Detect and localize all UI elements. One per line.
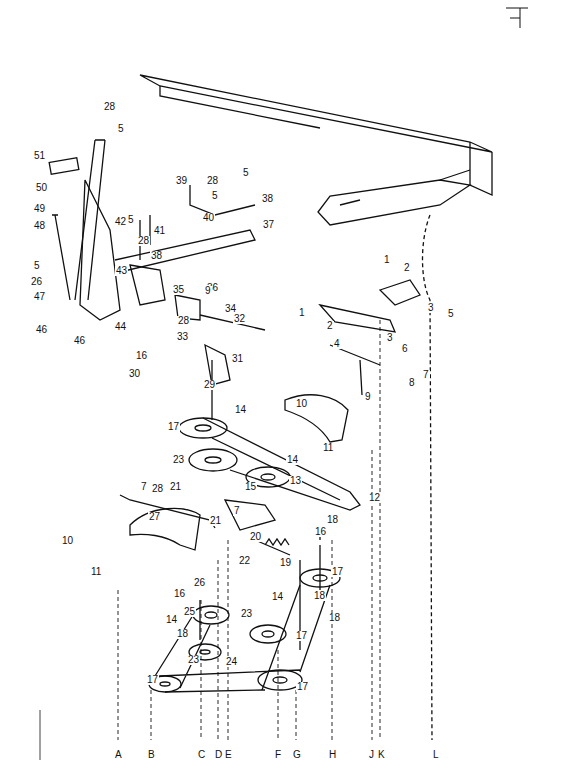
callout-number: 51 [33,151,46,161]
callout-number: 28 [206,176,219,186]
callout-number: 37 [262,220,275,230]
leader-letter: K [377,750,386,760]
leader-letter: J [368,750,375,760]
callout-number: 6 [401,344,409,354]
callout-number: 46 [73,336,86,346]
callout-number: 9 [364,392,372,402]
leader-letter: D [214,750,223,760]
callout-number: 7 [422,370,430,380]
callout-number: 28 [177,316,190,326]
callout-number: 49 [33,204,46,214]
callout-number: 3 [386,333,394,343]
callout-number: 5 [127,215,135,225]
callout-number: 19 [279,558,292,568]
callout-number: 14 [286,455,299,465]
callout-number: 21 [169,482,182,492]
callout-number: 32 [233,314,246,324]
callout-number: 9 [204,286,212,296]
callout-number: 16 [314,527,327,537]
callout-number: 1 [383,255,391,265]
callout-number: 14 [271,592,284,602]
callout-number: 5 [117,124,125,134]
callout-number: 17 [296,682,309,692]
leader-letter: G [292,750,302,760]
callout-number: 16 [173,589,186,599]
callout-number: 31 [231,354,244,364]
callout-number: 41 [153,226,166,236]
callout-number: 3 [427,303,435,313]
callout-number: 15 [244,482,257,492]
callout-number: 18 [326,515,339,525]
callout-number: 5 [33,261,41,271]
callout-number: 40 [202,213,215,223]
callout-number: 27 [148,512,161,522]
callout-number: 14 [234,405,247,415]
callout-number: 23 [240,609,253,619]
callout-number: 42 [114,217,127,227]
callout-number: 33 [176,332,189,342]
callout-number: 38 [150,251,163,261]
callout-number: 38 [261,194,274,204]
callout-number: 17 [295,631,308,641]
callout-number: 17 [167,422,180,432]
callout-number: 23 [172,455,185,465]
callout-number: 10 [61,536,74,546]
callout-number: 17 [146,675,159,685]
callout-number: 44 [114,322,127,332]
callout-number: 28 [137,236,150,246]
callout-number: 43 [115,266,128,276]
callout-number: 48 [33,221,46,231]
leader-letter: A [114,750,123,760]
callout-number: 18 [176,629,189,639]
callout-number: 34 [224,304,237,314]
callout-number: 21 [209,516,222,526]
callout-number: 18 [328,613,341,623]
leader-letter: F [274,750,282,760]
callout-number: 2 [403,263,411,273]
callout-number: 28 [151,484,164,494]
leader-letter: C [197,750,206,760]
callout-number: 30 [128,369,141,379]
callout-number: 46 [35,325,48,335]
callout-number: 47 [33,292,46,302]
callout-number: 35 [172,285,185,295]
callout-number: 13 [289,476,302,486]
leader-letter: B [147,750,156,760]
callout-number: 23 [187,655,200,665]
callout-number: 18 [313,591,326,601]
callout-number: 29 [203,380,216,390]
leader-letter: E [224,750,233,760]
callout-number: 1 [298,308,306,318]
callout-number: 26 [193,578,206,588]
callout-number: 39 [175,176,188,186]
callout-number: 11 [322,443,334,453]
callout-number: 26 [30,277,43,287]
callout-number: 5 [211,191,219,201]
leader-letter: H [328,750,337,760]
callout-number: 50 [35,183,48,193]
leader-letter: L [432,750,440,760]
callout-number: 12 [368,493,381,503]
callout-number: 7 [140,482,148,492]
callout-number: 28 [103,102,116,112]
callout-number: 16 [135,351,148,361]
callout-number: 5 [447,309,455,319]
callout-number: 14 [165,615,178,625]
callout-number: 11 [90,567,102,577]
callout-number: 25 [183,607,196,617]
callout-number: 8 [408,378,416,388]
callout-number: 4 [333,339,341,349]
callout-number: 7 [233,506,241,516]
callout-number: 24 [225,657,238,667]
callout-number: 17 [331,567,344,577]
callout-number: 20 [249,532,262,542]
callout-number: 10 [295,399,308,409]
callout-number: 2 [326,321,334,331]
callout-number: 22 [238,556,251,566]
callout-number: 5 [242,168,250,178]
